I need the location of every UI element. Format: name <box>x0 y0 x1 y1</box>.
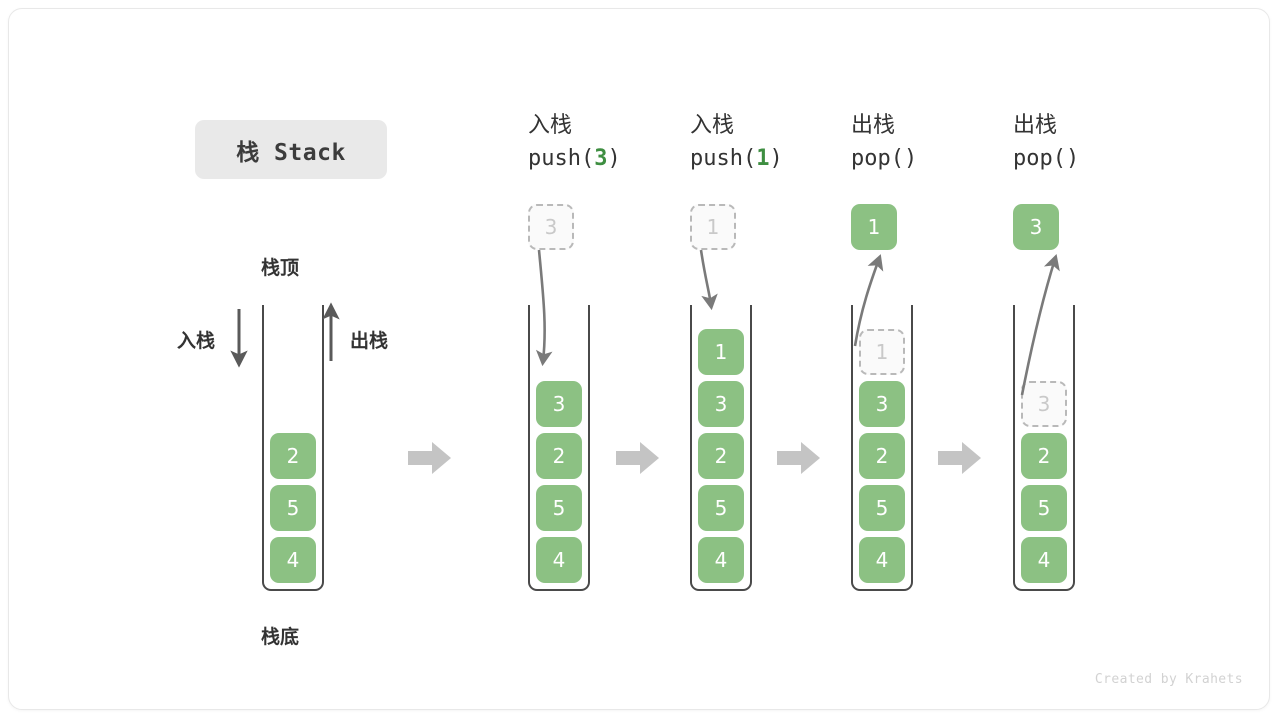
code-paren-close: ) <box>903 146 918 172</box>
stack-cells: 3 2 5 4 <box>1021 381 1067 583</box>
stack-bottom-label: 栈底 <box>261 627 300 648</box>
stack-column-push-1: 入栈 push(1) 1 1 3 2 5 4 <box>690 9 870 709</box>
stack-cell: 5 <box>698 485 744 531</box>
stack-cell: 5 <box>270 485 316 531</box>
code-call-name: push( <box>528 146 595 172</box>
stack-cell: 5 <box>536 485 582 531</box>
stack-cell: 2 <box>1021 433 1067 479</box>
code-call-name: pop( <box>1013 146 1066 172</box>
column-header-code: push(1) <box>690 144 870 174</box>
column-header-cn: 出栈 <box>1013 112 1058 137</box>
column-header-code: pop() <box>1013 144 1193 174</box>
popped-value-box: 1 <box>851 204 897 250</box>
stack-cell: 5 <box>859 485 905 531</box>
stack-cells: 2 5 4 <box>270 433 316 583</box>
stack-cell: 3 <box>536 381 582 427</box>
push-direction-label: 入栈 <box>177 331 216 352</box>
stack-cell: 2 <box>859 433 905 479</box>
pop-direction-label: 出栈 <box>350 331 389 352</box>
diagram-card: 栈 Stack 栈顶 栈底 入栈 出栈 2 5 4 入栈 push(3) 3 3… <box>8 8 1270 710</box>
step-arrow-1 <box>408 442 451 474</box>
stack-column-pop-3: 出栈 pop() 3 3 2 5 4 <box>1013 9 1193 709</box>
stack-column-pop-1: 出栈 pop() 1 1 3 2 5 4 <box>851 9 1031 709</box>
stack-cell: 4 <box>536 537 582 583</box>
stack-cell: 5 <box>1021 485 1067 531</box>
column-header-code: pop() <box>851 144 1031 174</box>
stack-column-initial: 2 5 4 <box>231 9 411 709</box>
stack-column-push-3: 入栈 push(3) 3 3 2 5 4 <box>528 9 708 709</box>
stack-cell: 3 <box>698 381 744 427</box>
stack-cell: 2 <box>536 433 582 479</box>
stack-cell-removed: 3 <box>1021 381 1067 427</box>
stack-cell: 4 <box>270 537 316 583</box>
pending-push-box: 1 <box>690 204 736 250</box>
stack-cell: 4 <box>1021 537 1067 583</box>
stack-cells: 1 3 2 5 4 <box>859 329 905 583</box>
code-argument: 3 <box>594 146 608 172</box>
stack-cell: 2 <box>270 433 316 479</box>
stack-cells: 3 2 5 4 <box>536 381 582 583</box>
code-argument: 1 <box>756 146 770 172</box>
column-header-cn: 入栈 <box>528 112 573 137</box>
stack-container: 2 5 4 <box>262 305 324 591</box>
stack-top-label: 栈顶 <box>261 258 300 279</box>
stack-cell: 2 <box>698 433 744 479</box>
column-header-code: push(3) <box>528 144 708 174</box>
stack-container: 1 3 2 5 4 <box>851 305 913 591</box>
stack-cell: 4 <box>859 537 905 583</box>
column-header: 入栈 push(3) <box>528 110 708 175</box>
code-paren-close: ) <box>1065 146 1080 172</box>
column-header: 出栈 pop() <box>851 110 1031 175</box>
stack-container: 1 3 2 5 4 <box>690 305 752 591</box>
stack-container: 3 2 5 4 <box>528 305 590 591</box>
stack-cells: 1 3 2 5 4 <box>698 329 744 583</box>
stack-cell: 1 <box>698 329 744 375</box>
column-header: 出栈 pop() <box>1013 110 1193 175</box>
pending-push-box: 3 <box>528 204 574 250</box>
column-header-cn: 入栈 <box>690 112 735 137</box>
stack-cell: 4 <box>698 537 744 583</box>
code-call-name: pop( <box>851 146 904 172</box>
column-header-cn: 出栈 <box>851 112 896 137</box>
popped-value-box: 3 <box>1013 204 1059 250</box>
code-call-name: push( <box>690 146 757 172</box>
stack-container: 3 2 5 4 <box>1013 305 1075 591</box>
diagram-title: 栈 Stack <box>236 139 346 166</box>
column-header: 入栈 push(1) <box>690 110 870 175</box>
stack-cell: 3 <box>859 381 905 427</box>
code-paren-close: ) <box>607 146 621 172</box>
diagram-title-chip: 栈 Stack <box>195 120 387 179</box>
code-paren-close: ) <box>769 146 783 172</box>
credit-text: Created by Krahets <box>1094 672 1243 687</box>
stack-cell-removed: 1 <box>859 329 905 375</box>
